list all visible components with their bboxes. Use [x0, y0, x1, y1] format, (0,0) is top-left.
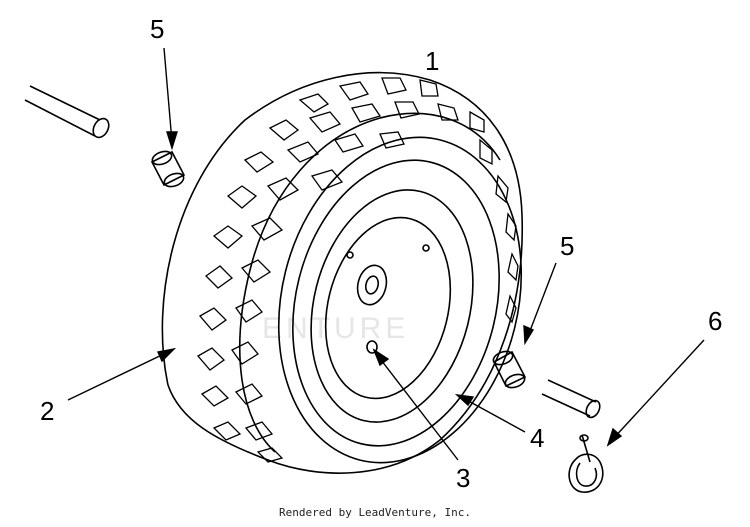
callout-4: 4 — [530, 423, 544, 453]
axle-shaft-left — [24, 85, 110, 139]
leader-lines — [67, 47, 705, 461]
lynch-pin-part-6 — [568, 434, 604, 493]
spacer-bushing-right-part-5 — [492, 350, 527, 389]
callout-1: 1 — [425, 46, 439, 76]
tire-part-1 — [161, 71, 524, 474]
callout-6: 6 — [708, 306, 722, 336]
callout-5-left: 5 — [150, 14, 164, 44]
spacer-bushing-left-part-5 — [150, 150, 186, 188]
callout-3: 3 — [456, 463, 470, 493]
callout-2: 2 — [40, 396, 54, 426]
valve-stem-part-3 — [366, 340, 378, 354]
callout-5-right: 5 — [560, 231, 574, 261]
wheel-hub — [346, 244, 430, 354]
watermark-text: ENTURE — [262, 312, 409, 345]
render-credit: Rendered by LeadVenture, Inc. — [278, 506, 472, 519]
axle-shaft-right — [541, 379, 601, 419]
tire-tread-pattern — [196, 77, 519, 463]
